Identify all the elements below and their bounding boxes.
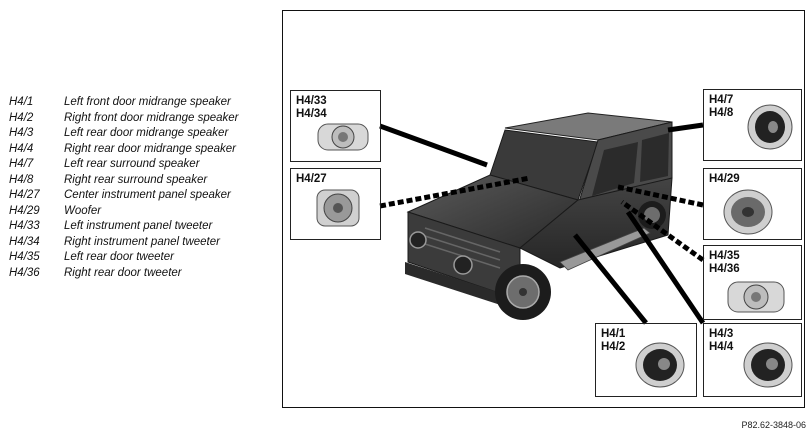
tweeter-icon: [317, 123, 369, 151]
figure-frame: [282, 10, 805, 408]
callout-label: H4/7 H4/8: [709, 94, 734, 119]
legend-code: H4/34: [9, 235, 40, 248]
legend-code: H4/27: [9, 189, 40, 201]
rear-tweeter-icon: [727, 281, 785, 313]
legend-code: H4/4: [9, 142, 34, 155]
legend-code: H4/1: [9, 96, 34, 108]
leader-lines: [379, 122, 706, 325]
legend-description: Left front door midrange speaker: [64, 96, 231, 108]
legend-code: H4/29: [9, 204, 40, 217]
figure-id: P82.62-3848-06: [741, 420, 806, 430]
callout-h4-27: H4/27: [290, 168, 381, 240]
legend-description: Right front door midrange speaker: [64, 111, 239, 124]
speaker-legend: H4/1 Left front door midrange speaker H4/…: [9, 95, 279, 281]
legend-description: Left rear surround speaker: [64, 158, 200, 170]
callout-label: H4/33 H4/34: [296, 95, 327, 120]
legend-description: Right rear surround speaker: [64, 173, 208, 186]
legend-row: H4/34 Right instrument panel tweeter: [9, 235, 279, 251]
legend-description: Center instrument panel speaker: [64, 189, 231, 201]
callout-label: H4/1 H4/2: [601, 328, 626, 353]
legend-row: H4/4 Right rear door midrange speaker: [9, 142, 279, 158]
legend-code: H4/3: [9, 127, 34, 139]
callout-h4-35-36: H4/35 H4/36: [703, 245, 802, 320]
legend-description: Right instrument panel tweeter: [64, 235, 220, 248]
legend-description: Right rear door midrange speaker: [64, 142, 236, 155]
callout-h4-33-34: H4/33 H4/34: [290, 90, 381, 162]
legend-row: H4/33 Left instrument panel tweeter: [9, 219, 279, 235]
front-midrange-speaker-icon: [635, 342, 685, 388]
legend-description: Left rear door tweeter: [64, 251, 174, 263]
callout-h4-7-8: H4/7 H4/8: [703, 89, 802, 161]
legend-description: Left rear door midrange speaker: [64, 127, 229, 139]
callout-label: H4/29: [709, 173, 740, 185]
rear-midrange-speaker-icon: [743, 342, 793, 388]
legend-description: Left instrument panel tweeter: [64, 220, 213, 232]
legend-code: H4/36: [9, 266, 40, 279]
legend-code: H4/7: [9, 158, 34, 170]
center-speaker-icon: [316, 189, 360, 227]
callout-label: H4/3 H4/4: [709, 328, 734, 353]
woofer-icon: [723, 189, 773, 235]
legend-row: H4/7 Left rear surround speaker: [9, 157, 279, 173]
legend-row: H4/29 Woofer: [9, 204, 279, 220]
legend-row: H4/1 Left front door midrange speaker: [9, 95, 279, 111]
callout-label: H4/27: [296, 173, 327, 185]
legend-row: H4/2 Right front door midrange speaker: [9, 111, 279, 127]
legend-code: H4/2: [9, 111, 34, 124]
legend-description: Right rear door tweeter: [64, 266, 182, 279]
legend-row: H4/27 Center instrument panel speaker: [9, 188, 279, 204]
legend-row: H4/35 Left rear door tweeter: [9, 250, 279, 266]
legend-row: H4/8 Right rear surround speaker: [9, 173, 279, 189]
callout-h4-29: H4/29: [703, 168, 802, 240]
legend-code: H4/8: [9, 173, 34, 186]
surround-speaker-icon: [747, 104, 793, 150]
legend-row: H4/36 Right rear door tweeter: [9, 266, 279, 282]
callout-h4-1-2: H4/1 H4/2: [595, 323, 697, 397]
legend-code: H4/35: [9, 251, 40, 263]
legend-code: H4/33: [9, 220, 40, 232]
callout-h4-3-4: H4/3 H4/4: [703, 323, 802, 397]
legend-description: Woofer: [64, 204, 102, 217]
legend-row: H4/3 Left rear door midrange speaker: [9, 126, 279, 142]
callout-label: H4/35 H4/36: [709, 250, 740, 275]
